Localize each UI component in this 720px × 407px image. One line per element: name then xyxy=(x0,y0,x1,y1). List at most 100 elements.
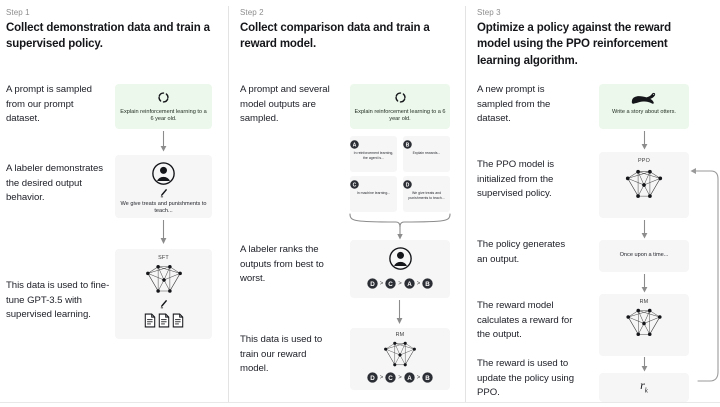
step-2-brace-arrow xyxy=(348,213,452,241)
step-3-caption-5: The reward is used to update the policy … xyxy=(477,358,574,399)
step-3-output-text: Once upon a time... xyxy=(619,252,669,258)
option-c-text: In machine learning... xyxy=(356,191,391,195)
rank-badge-4: B xyxy=(422,372,433,383)
rank-badge-2: C xyxy=(385,372,396,383)
neural-network-icon xyxy=(350,340,450,370)
step-2-caption-1: A prompt and several model outputs are s… xyxy=(240,84,330,125)
rank-badge-1: D xyxy=(367,278,378,289)
rank-separator: > xyxy=(398,280,402,287)
step-2-model-label: RM xyxy=(395,332,405,338)
step-2-labeler-card[interactable]: D > C > A > B xyxy=(350,240,450,298)
reward-symbol-base: r xyxy=(640,378,645,392)
step-1-column: Step 1 Collect demonstration data and tr… xyxy=(0,0,228,407)
step-1-prompt-card[interactable]: Explain reinforcement learning to a 6 ye… xyxy=(115,84,212,129)
step-3-label: Step 3 xyxy=(477,8,501,17)
rank-separator: > xyxy=(379,374,384,381)
bottom-divider xyxy=(0,402,720,403)
step-3-caption-4: The reward model calculates a reward for… xyxy=(477,300,573,341)
step-1-labeler-card[interactable]: We give treats and punishments to teach.… xyxy=(115,155,212,218)
step-1-prompt-text: Explain reinforcement learning to a 6 ye… xyxy=(120,109,207,123)
person-icon xyxy=(350,246,450,271)
step-2-rm-ranking: D > C > A > B xyxy=(350,372,450,383)
rank-separator: > xyxy=(379,280,384,287)
otter-icon xyxy=(599,91,689,105)
rank-separator: > xyxy=(398,374,402,381)
step-2-prompt-text: Explain reinforcement learning to a 6 ye… xyxy=(354,109,446,123)
circular-arrows-icon xyxy=(350,91,450,104)
step-1-labeler-text: We give treats and punishments to teach.… xyxy=(120,201,207,215)
rank-separator: > xyxy=(416,280,421,287)
step-2-caption-3: This data is used to train our reward mo… xyxy=(240,334,323,375)
svg-text:C: C xyxy=(388,375,393,382)
svg-text:B: B xyxy=(426,375,431,382)
rank-badge-2: C xyxy=(385,278,396,289)
step-2-caption-2: A labeler ranks the outputs from best to… xyxy=(240,244,324,285)
step-3-rm-card[interactable]: RM xyxy=(599,294,689,356)
svg-text:D: D xyxy=(406,182,410,188)
step-2-label: Step 2 xyxy=(240,8,264,17)
column-divider-1 xyxy=(228,6,229,402)
step-3-column: Step 3 Optimize a policy against the rew… xyxy=(465,0,720,407)
step-3-arrow-1 xyxy=(640,131,649,151)
rank-separator: > xyxy=(416,374,421,381)
step-3-arrow-3 xyxy=(640,274,649,294)
option-a-badge: A xyxy=(350,140,397,149)
step-3-rm-label: RM xyxy=(639,299,649,305)
step-2-output-option-b[interactable]: B Explain rewards... xyxy=(403,136,450,172)
step-1-caption-3: This data is used to fine-tune GPT-3.5 w… xyxy=(6,280,110,321)
step-1-sft-card[interactable]: SFT xyxy=(115,249,212,339)
svg-text:A: A xyxy=(407,375,412,382)
svg-text:D: D xyxy=(370,375,375,382)
step-3-arrow-4 xyxy=(640,357,649,373)
svg-text:B: B xyxy=(426,281,431,288)
column-divider-2 xyxy=(465,6,466,402)
rank-badge-3: A xyxy=(404,372,415,383)
step-2-output-option-d[interactable]: D We give treats and punishments to teac… xyxy=(403,176,450,212)
ppo-update-feedback-arrow xyxy=(687,166,720,390)
step-2-arrow-2 xyxy=(395,300,404,326)
step-3-reward-card[interactable]: rk xyxy=(599,373,689,402)
step-3-ppo-card[interactable]: PPO xyxy=(599,152,689,218)
documents-icon xyxy=(115,313,212,328)
step-3-output-card[interactable]: Once upon a time... xyxy=(599,240,689,272)
neural-network-icon xyxy=(115,263,212,297)
step-1-arrow-2 xyxy=(159,220,168,246)
step-2-rm-card[interactable]: RM xyxy=(350,328,450,390)
step-3-caption-1: A new prompt is sampled from the dataset… xyxy=(477,84,551,125)
step-1-caption-2: A labeler demonstrates the desired outpu… xyxy=(6,163,104,204)
svg-text:C: C xyxy=(353,182,357,188)
svg-text:B: B xyxy=(406,142,410,148)
step-3-caption-3: The policy generates an output. xyxy=(477,239,566,265)
step-2-output-option-a[interactable]: A In reinforcement learning, the agent i… xyxy=(350,136,397,172)
circular-arrows-icon xyxy=(115,91,212,104)
rank-badge-1: D xyxy=(367,372,378,383)
person-icon xyxy=(115,161,212,186)
svg-text:A: A xyxy=(407,281,412,288)
step-1-label: Step 1 xyxy=(6,8,30,17)
pencil-icon xyxy=(115,299,212,309)
rank-badge-4: B xyxy=(422,278,433,289)
option-b-text: Explain rewards... xyxy=(412,151,441,155)
neural-network-icon xyxy=(599,307,689,340)
step-2-title: Collect comparison data and train a rewa… xyxy=(240,22,430,51)
step-2-labeler-ranking: D > C > A > B xyxy=(350,278,450,289)
step-2-column: Step 2 Collect comparison data and train… xyxy=(228,0,465,407)
option-b-badge: B xyxy=(403,140,450,149)
svg-text:D: D xyxy=(370,281,375,288)
step-3-title: Optimize a policy against the reward mod… xyxy=(477,22,671,67)
step-1-arrow-1 xyxy=(159,131,168,153)
step-3-prompt-text: Write a story about otters. xyxy=(612,109,676,115)
option-d-text: We give treats and punishments to teach.… xyxy=(408,191,445,200)
reward-symbol-subscript: k xyxy=(644,386,648,395)
step-1-title: Collect demonstration data and train a s… xyxy=(6,22,210,51)
svg-text:C: C xyxy=(388,281,393,288)
option-d-badge: D xyxy=(403,180,450,189)
step-2-prompt-card[interactable]: Explain reinforcement learning to a 6 ye… xyxy=(350,84,450,129)
step-2-output-option-c[interactable]: C In machine learning... xyxy=(350,176,397,212)
rank-badge-3: A xyxy=(404,278,415,289)
svg-text:A: A xyxy=(353,142,357,148)
neural-network-icon xyxy=(599,168,689,202)
step-3-ppo-label: PPO xyxy=(638,158,650,164)
step-3-prompt-card[interactable]: Write a story about otters. xyxy=(599,84,689,129)
